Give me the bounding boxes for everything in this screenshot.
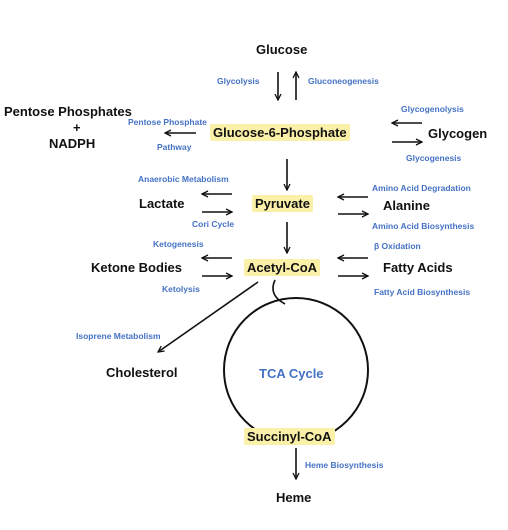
tca-cycle-label: TCA Cycle [259,366,324,381]
amino-acid-degradation-pathway-label: Amino Acid Degradation [372,183,471,193]
fatty-acids-label: Fatty Acids [383,260,453,275]
heme-label: Heme [276,490,312,505]
pentose-pathway-line2-label: Pathway [157,142,192,152]
pentose-plus-label: + [73,120,81,135]
isoprene-metabolism-arrow [158,281,259,352]
gluconeogenesis-pathway-label: Gluconeogenesis [308,76,379,86]
beta-oxidation-pathway-label: β Oxidation [374,241,421,251]
cori-cycle-pathway-label: Cori Cycle [192,219,235,229]
cholesterol-label: Cholesterol [106,365,178,380]
ketone-bodies-label: Ketone Bodies [91,260,183,275]
acetyl-coa-label: Acetyl-CoA [244,259,321,276]
glycogen-label: Glycogen [428,126,488,141]
pentose-phosphates-label: Pentose Phosphates [4,104,132,119]
lactate-label: Lactate [139,196,185,211]
nadph-label: NADPH [49,136,96,151]
glucose-label: Glucose [256,42,308,57]
fatty-acid-biosynthesis-pathway-label: Fatty Acid Biosynthesis [374,287,471,297]
heme-biosynthesis-pathway-label: Heme Biosynthesis [305,460,384,470]
isoprene-metabolism-pathway-label: Isoprene Metabolism [76,331,161,341]
succinyl-coa-label: Succinyl-CoA [244,428,335,445]
glycogenesis-pathway-label: Glycogenesis [406,153,462,163]
pentose-phosphate-pathway-label: Pentose Phosphate [128,117,207,127]
amino-acid-biosynthesis-pathway-label: Amino Acid Biosynthesis [372,221,475,231]
anaerobic-metabolism-pathway-label: Anaerobic Metabolism [138,174,229,184]
glycogenolysis-pathway-label: Glycogenolysis [401,104,464,114]
glycolysis-pathway-label: Glycolysis [217,76,260,86]
alanine-label: Alanine [383,198,430,213]
pyruvate-label: Pyruvate [252,195,313,212]
glucose-6-phosphate-label: Glucose-6-Phosphate [210,124,350,141]
ketogenesis-pathway-label: Ketogenesis [153,239,204,249]
acetylcoa-to-tca-connector [272,279,286,305]
ketolysis-pathway-label: Ketolysis [162,284,200,294]
